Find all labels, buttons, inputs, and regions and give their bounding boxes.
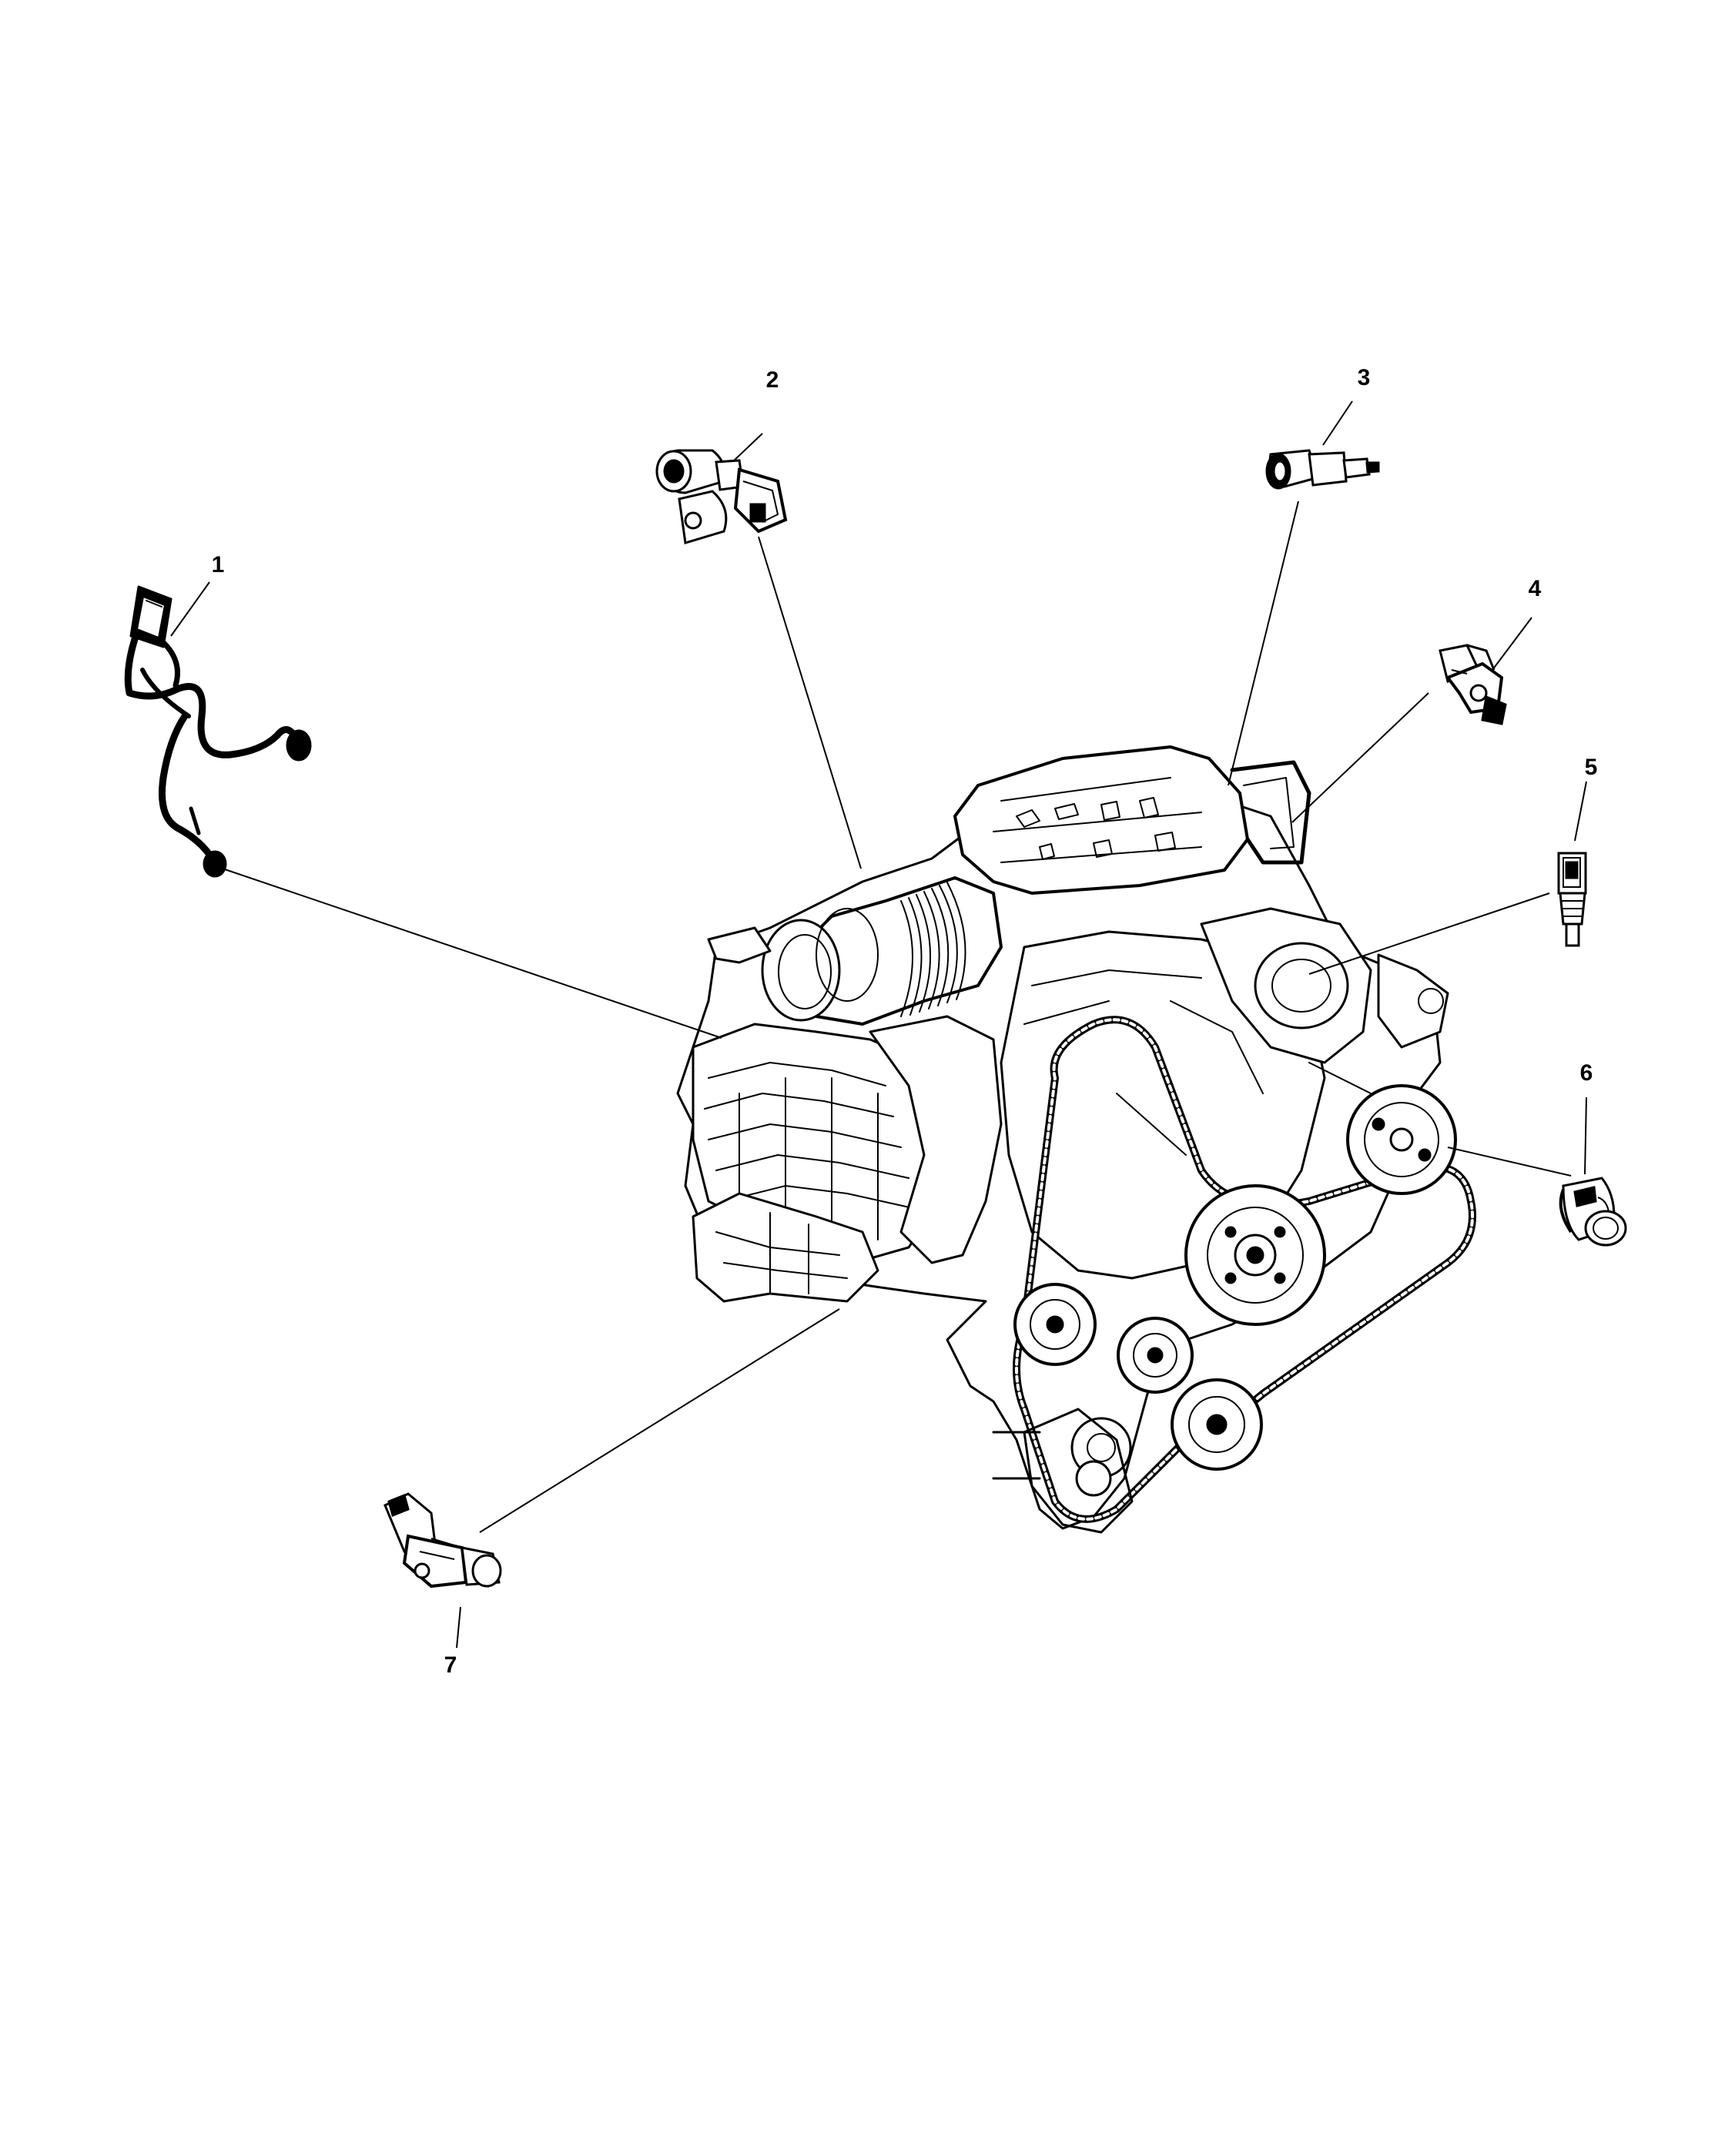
leader-line-7: [479, 1308, 840, 1533]
callout-numbers: 1 2 3 4 5 6 7: [212, 365, 1598, 1678]
part-7-sensor: [384, 1492, 502, 1589]
callout-4: 4: [1529, 576, 1542, 601]
callout-2: 2: [766, 367, 779, 393]
part-5-sensor: [1557, 852, 1587, 947]
leader-line-6: [1447, 1147, 1572, 1177]
callout-tick-3: [1322, 400, 1353, 446]
part-3-sensor: [1265, 449, 1380, 490]
part-2-sensor-with-bracket: [655, 449, 788, 544]
callout-tick-5: [1574, 781, 1587, 842]
leader-line-2: [758, 536, 862, 869]
callout-tick-7: [456, 1606, 461, 1649]
callout-3: 3: [1358, 365, 1371, 390]
callout-1: 1: [212, 552, 225, 578]
callout-6: 6: [1580, 1060, 1593, 1086]
callout-tick-4: [1492, 617, 1532, 671]
part-4-sensor: [1439, 644, 1507, 725]
engine-assembly: [676, 745, 1476, 1534]
callout-5: 5: [1585, 755, 1598, 780]
callout-tick-6: [1584, 1096, 1587, 1175]
part-6-sensor: [1559, 1177, 1627, 1247]
leader-line-1: [219, 867, 722, 1039]
callout-7: 7: [444, 1652, 457, 1678]
leader-line-3: [1228, 500, 1299, 786]
callout-tick-1: [170, 581, 210, 637]
part-1-wiring-harness: [124, 585, 312, 878]
leader-line-4: [1291, 692, 1429, 823]
leader-line-5: [1308, 892, 1550, 975]
